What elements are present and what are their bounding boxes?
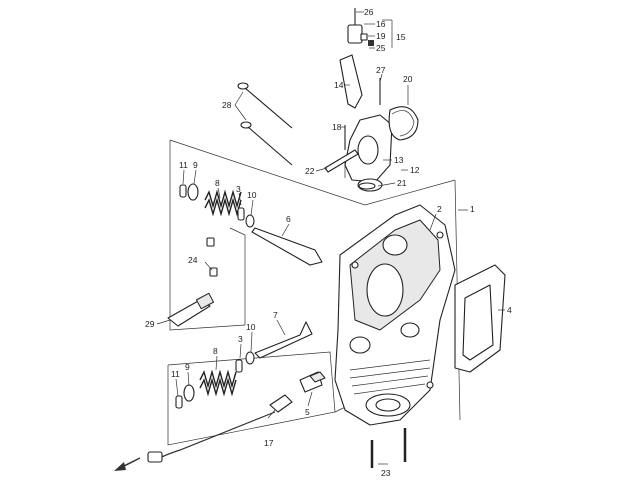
callout-22: 22 bbox=[305, 166, 315, 176]
callout-20: 20 bbox=[403, 74, 413, 84]
callout-24: 24 bbox=[188, 255, 198, 265]
callout-1: 1 bbox=[470, 204, 475, 214]
callout-6: 6 bbox=[286, 214, 291, 224]
callout-17: 17 bbox=[264, 438, 274, 448]
upper-valve-train bbox=[179, 183, 255, 228]
callout-13: 13 bbox=[394, 155, 404, 165]
callout-9a: 9 bbox=[193, 160, 198, 170]
callout-26: 26 bbox=[364, 7, 374, 17]
callout-19: 19 bbox=[376, 31, 386, 41]
callout-10a: 10 bbox=[247, 190, 257, 200]
callout-10b: 10 bbox=[246, 322, 256, 332]
callout-4: 4 bbox=[507, 305, 512, 315]
callout-27: 27 bbox=[376, 65, 386, 75]
front-arrow-icon bbox=[114, 457, 141, 471]
callout-3b: 3 bbox=[238, 334, 243, 344]
callout-12: 12 bbox=[410, 165, 420, 175]
callout-29: 29 bbox=[145, 319, 155, 329]
callout-25: 25 bbox=[376, 43, 386, 53]
callout-15: 15 bbox=[396, 32, 406, 42]
valve-rods bbox=[237, 82, 323, 359]
callout-16: 16 bbox=[376, 19, 386, 29]
callout-2: 2 bbox=[437, 204, 442, 214]
callout-23: 23 bbox=[381, 468, 391, 478]
callout-numbers: 1 2 3 3 4 5 6 7 8 8 9 9 10 10 11 11 12 1… bbox=[145, 7, 512, 478]
callout-14: 14 bbox=[334, 80, 344, 90]
thermostat-housing bbox=[324, 8, 419, 192]
callout-11a: 11 bbox=[179, 160, 188, 170]
callout-leaders bbox=[156, 11, 505, 465]
dowel-pins bbox=[206, 237, 218, 277]
callout-7: 7 bbox=[273, 310, 278, 320]
callout-21: 21 bbox=[397, 178, 407, 188]
sensor-wiring bbox=[147, 394, 293, 463]
head-gasket bbox=[454, 264, 506, 373]
lower-valve-train bbox=[175, 351, 255, 409]
cylinder-studs bbox=[370, 428, 407, 468]
callout-5: 5 bbox=[305, 407, 310, 417]
spark-plug bbox=[167, 292, 215, 327]
callout-3a: 3 bbox=[236, 184, 241, 194]
callout-8b: 8 bbox=[213, 346, 218, 356]
callout-28: 28 bbox=[222, 100, 232, 110]
callout-18: 18 bbox=[332, 122, 342, 132]
temperature-sensor bbox=[299, 371, 326, 393]
cylinder-head bbox=[334, 204, 456, 426]
callout-8a: 8 bbox=[215, 178, 220, 188]
callout-11b: 11 bbox=[171, 369, 180, 379]
callout-9b: 9 bbox=[185, 362, 190, 372]
